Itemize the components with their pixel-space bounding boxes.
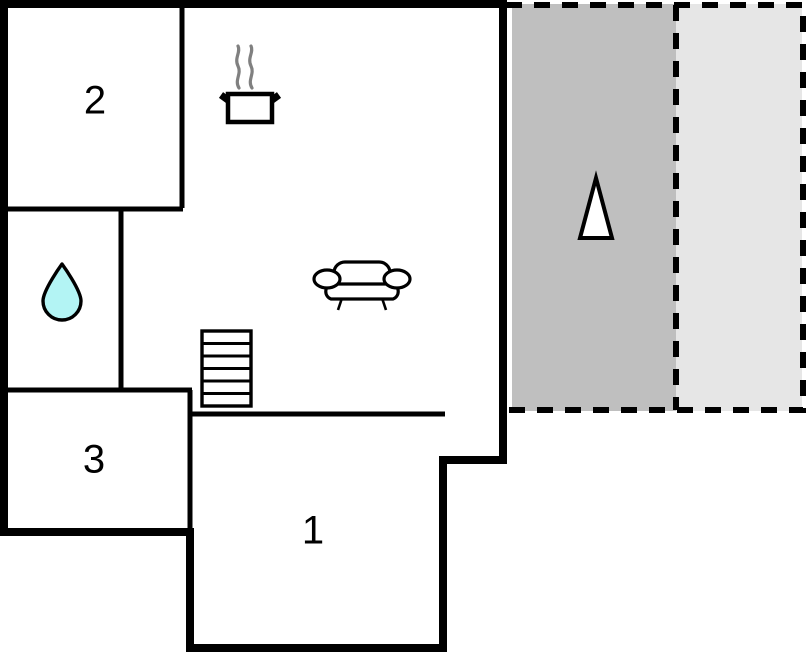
outdoor-areas	[506, 2, 806, 413]
room-label-3: 3	[83, 438, 105, 482]
terrace-light-area	[676, 4, 802, 411]
floor-room-3	[5, 391, 190, 532]
cooking-pot-icon	[218, 44, 282, 125]
sofa-leg-left	[336, 297, 344, 311]
sofa-arm-right	[382, 268, 412, 290]
parasol-shape	[577, 170, 615, 240]
exterior-walls	[0, 0, 507, 652]
pot-steam-right	[248, 44, 254, 90]
floor-room-1	[190, 413, 443, 645]
room-label-1: 1	[302, 509, 324, 553]
pot-steam-left	[235, 44, 241, 90]
stairs-icon	[200, 329, 253, 408]
sofa-arm-left	[312, 268, 342, 290]
interior-walls	[4, 5, 445, 534]
room-label-2: 2	[84, 79, 106, 123]
sofa-icon	[312, 260, 412, 311]
building-outline	[0, 0, 507, 652]
water-drop-icon	[41, 262, 83, 322]
sofa-leg-right	[380, 297, 388, 311]
terrace-dashed-boundary	[506, 2, 806, 413]
water-drop-shape	[41, 262, 83, 322]
parasol-icon	[577, 170, 615, 240]
pot-body	[225, 91, 275, 125]
room-labels: 2 3 1	[83, 79, 324, 553]
floor-room-2	[5, 5, 180, 208]
